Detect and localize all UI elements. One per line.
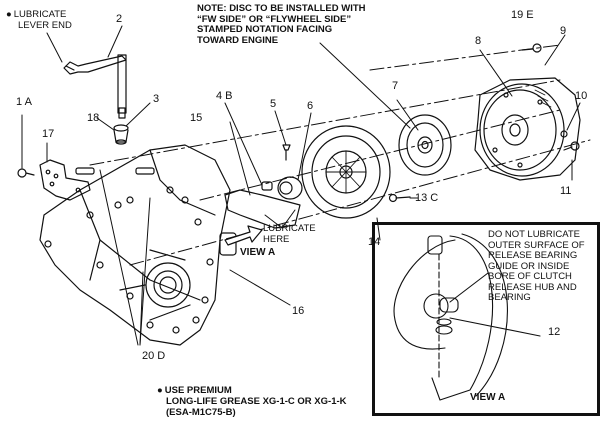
callout-18: 18 [87, 112, 100, 124]
bolt-10 [560, 130, 568, 138]
callout-11: 11 [560, 185, 572, 197]
callout-16: 16 [292, 305, 305, 317]
callout-12: 12 [548, 326, 561, 338]
callout-15: 15 [190, 112, 203, 124]
lubricate-lever-note: LUBRICATE [6, 9, 67, 21]
lubricate-lever-line1: LUBRICATE [13, 9, 67, 20]
grease-note: USE PREMIUM [157, 385, 232, 397]
leader-lines [21, 25, 581, 346]
view-a-arrow [224, 225, 263, 246]
bolt-13c [388, 193, 411, 203]
mount-bracket [39, 159, 91, 201]
grease-note-line3: (ESA-M1C75-B) [166, 407, 236, 418]
callout-9: 9 [560, 25, 567, 37]
stud [75, 167, 95, 175]
lubricate-lever-note-line2: LEVER END [18, 20, 72, 31]
bolt-5 [282, 144, 291, 161]
flywheel [474, 77, 581, 181]
ring-gear-teeth [534, 89, 552, 108]
release-bearing [261, 176, 303, 200]
callout-2: 2 [116, 13, 123, 25]
grease-note-line1: USE PREMIUM [164, 385, 232, 396]
view-a-arrow-label: VIEW A [240, 247, 276, 258]
bolt-19e [521, 43, 542, 53]
callout-7: 7 [392, 80, 399, 92]
grease-note-line2: LONG-LIFE GREASE XG-1-C OR XG-1-K [166, 396, 347, 407]
lubricate-here-note: LUBRICATE HERE [263, 223, 316, 245]
release-fork [224, 189, 301, 229]
view-a-inset [393, 233, 541, 401]
clutch-disc [398, 114, 452, 176]
lever-bushing [113, 124, 129, 145]
callout-6: 6 [307, 100, 314, 112]
callout-3: 3 [153, 93, 160, 105]
callout-13c: 13 C [415, 192, 439, 204]
callout-10: 10 [575, 90, 588, 102]
transaxle-case [39, 144, 237, 346]
callout-19e: 19 E [511, 9, 534, 21]
view-a-box [372, 222, 600, 416]
callout-8: 8 [475, 35, 482, 47]
case-bolts [44, 186, 214, 334]
stud [135, 167, 155, 175]
bolt-11 [563, 141, 580, 151]
callout-20d: 20 D [142, 350, 166, 362]
callout-1a: 1 A [16, 96, 32, 108]
callout-14: 14 [368, 236, 381, 248]
clutch-lever [63, 54, 127, 119]
bolt-1a [17, 168, 35, 178]
callout-4b: 4 B [216, 90, 233, 102]
disc-install-note: NOTE: DISC TO BE INSTALLED WITH “FW SIDE… [197, 3, 366, 46]
callout-5: 5 [270, 98, 277, 110]
view-a-caption: VIEW A [470, 392, 506, 403]
callout-17: 17 [42, 128, 55, 140]
do-not-lubricate-note: DO NOT LUBRICATE OUTER SURFACE OF RELEAS… [488, 229, 585, 303]
pressure-plate [301, 125, 391, 219]
